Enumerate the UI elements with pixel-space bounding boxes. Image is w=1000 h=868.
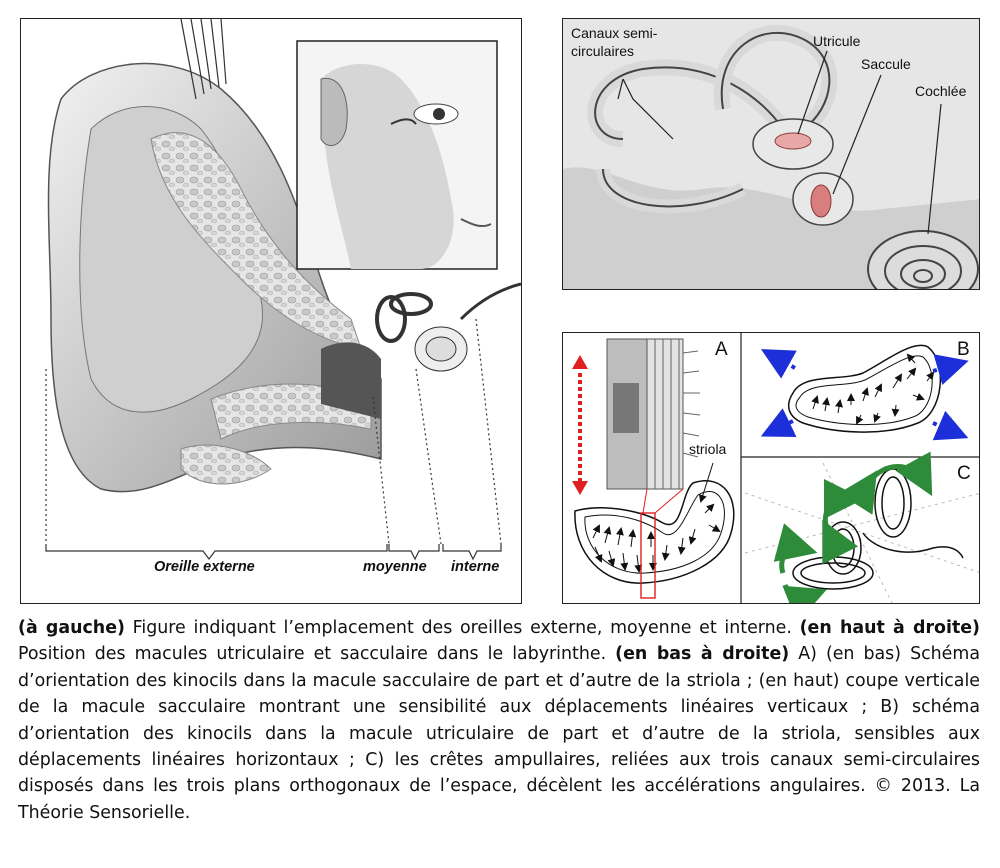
figure-caption: (à gauche) Figure indiquant l’emplacemen… <box>18 615 980 826</box>
caption-left-text: Figure indiquant l’emplacement des oreil… <box>124 618 800 638</box>
caption-bottom-right-label: (en bas à droite) <box>615 644 790 665</box>
label-letter-b: B <box>957 339 970 360</box>
label-canals-line1: Canaux semi- <box>571 25 658 41</box>
caption-left-label: (à gauche) <box>18 618 125 638</box>
caption-top-right-text: Position des macules utriculaire et sacc… <box>18 644 616 665</box>
label-saccule: Saccule <box>861 56 911 72</box>
label-outer-ear: Oreille externe <box>154 559 255 575</box>
caption-top-right-label: (en haut à droite) <box>799 618 981 638</box>
blue-horizontal-arrows <box>760 349 969 441</box>
maculae-panel: A B C striola <box>562 332 980 604</box>
label-letter-c: C <box>957 463 971 484</box>
label-utricle: Utricule <box>813 33 861 49</box>
label-cochlea: Cochlée <box>915 83 967 99</box>
label-canals-line2: circulaires <box>571 43 635 59</box>
label-middle-ear: moyenne <box>363 559 427 575</box>
ear-anatomy-panel: Oreille externe moyenne interne <box>20 18 522 604</box>
red-vertical-arrow <box>572 355 588 495</box>
caption-bottom-right-text: A) (en bas) Schéma d’orientation des kin… <box>18 644 980 823</box>
maculae-illustration <box>572 333 979 603</box>
green-rotation-arrows <box>773 451 933 603</box>
labyrinth-panel: Canaux semi- circulaires Utricule Saccul… <box>562 18 980 290</box>
inner-ear-shape <box>375 282 521 372</box>
label-letter-a: A <box>715 339 728 360</box>
label-inner-ear: interne <box>451 559 500 575</box>
labyrinth-illustration <box>563 19 979 289</box>
label-striola: striola <box>689 441 727 457</box>
ear-illustration <box>45 19 521 561</box>
